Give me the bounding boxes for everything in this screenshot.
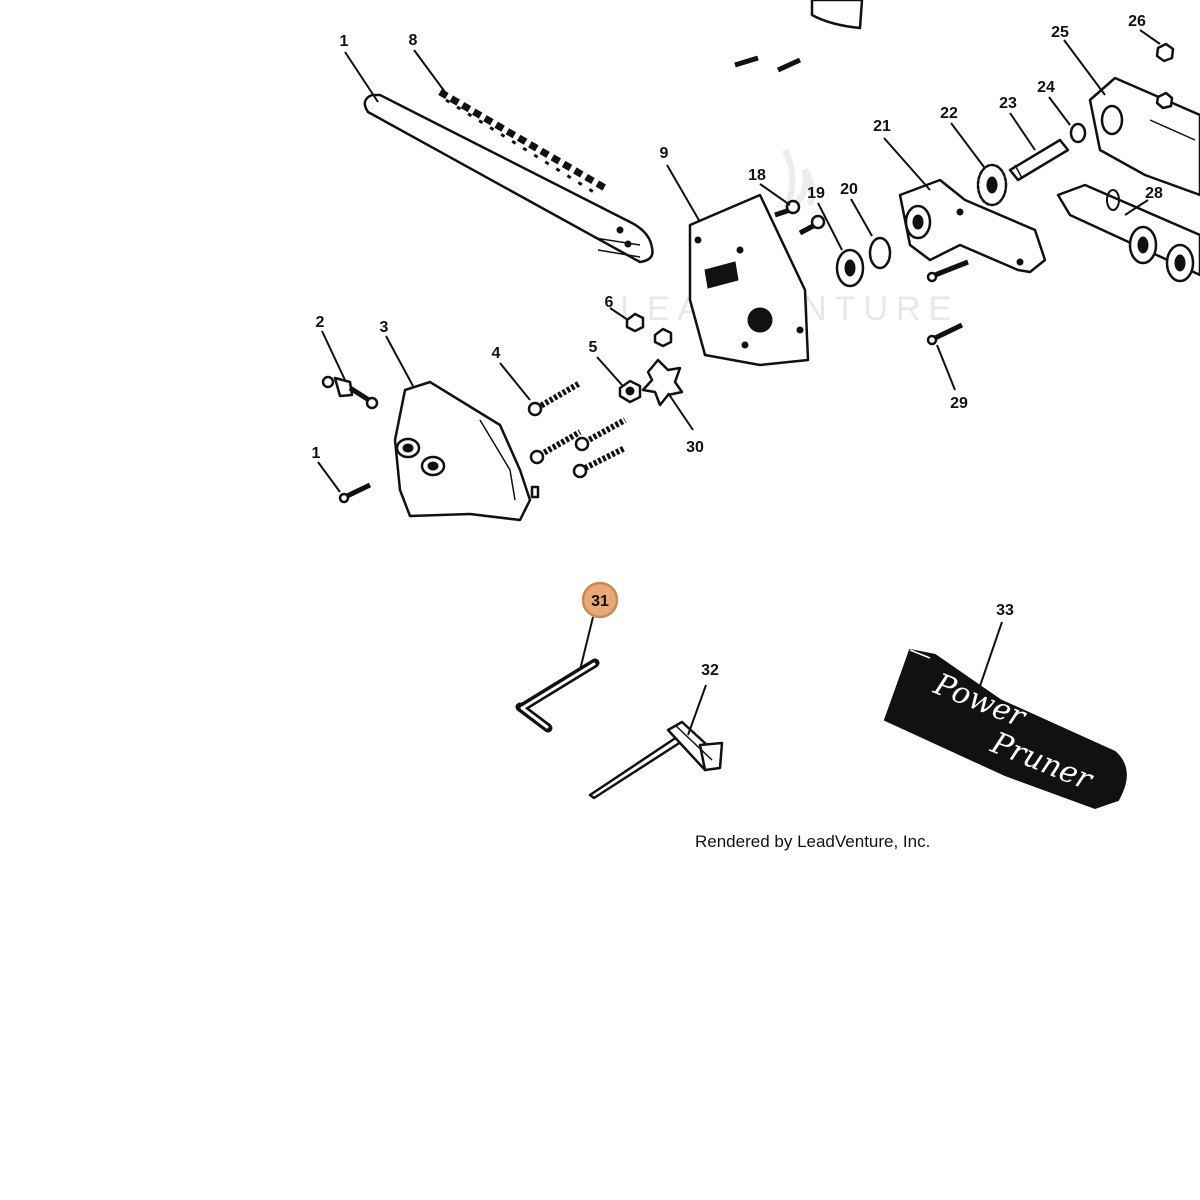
svg-text:8: 8 [409,32,418,49]
svg-text:9: 9 [660,145,669,162]
part-23-shaft[interactable] [1008,138,1070,182]
svg-text:32: 32 [701,662,719,679]
part-9-plate[interactable] [688,193,810,367]
callout-8: 8 [409,32,446,93]
part-28-bearings[interactable] [1056,183,1200,283]
svg-text:20: 20 [840,181,858,198]
svg-text:22: 22 [940,105,958,122]
svg-text:25: 25 [1051,24,1069,41]
part-8-chain[interactable] [438,88,607,198]
callout-6: 6 [605,294,629,321]
callout-5: 5 [589,339,623,386]
callout-1: 1 [312,445,341,493]
svg-text:18: 18 [748,167,766,184]
callout-4: 4 [492,345,531,401]
svg-text:31: 31 [591,593,609,610]
part-32-wrench[interactable] [588,720,724,800]
part-4-bolts[interactable] [527,380,627,479]
part-1-screw[interactable] [338,482,372,504]
svg-text:6: 6 [605,294,614,311]
svg-text:5: 5 [589,339,598,356]
callout-30: 30 [667,392,704,456]
part-25-gear-case[interactable] [1088,76,1200,197]
callout-24: 24 [1037,79,1071,126]
svg-text:26: 26 [1128,13,1146,30]
callout-26: 26 [1128,13,1161,45]
credit-text: Rendered by LeadVenture, Inc. [695,832,930,851]
callout-2: 2 [316,314,346,381]
callout-31-highlight[interactable] [581,581,619,619]
callout-33: 33 [979,602,1014,687]
part-2-tensioner[interactable] [321,375,379,410]
part-7-guide-bar[interactable] [363,93,654,264]
callout-28: 28 [1124,185,1163,216]
callout-31[interactable]: 31 [579,581,619,671]
top-screws [734,0,864,73]
part-33-sheath[interactable]: Power Pruner [883,648,1127,810]
part-20-ring[interactable] [868,236,892,270]
callout-25: 25 [1051,24,1106,96]
svg-text:24: 24 [1037,79,1055,96]
part-6-nuts[interactable] [625,312,673,348]
callout-3: 3 [380,319,414,387]
callout-22: 22 [940,105,985,168]
part-24-washer[interactable] [1069,122,1087,144]
part-29-screws[interactable] [926,259,969,346]
svg-text:28: 28 [1145,185,1163,202]
part-19-bearing[interactable] [835,248,865,288]
part-21-housing[interactable] [898,178,1047,274]
svg-text:21: 21 [873,118,891,135]
svg-text:2: 2 [316,314,325,331]
callout-18: 18 [748,167,791,206]
svg-text:19: 19 [807,185,825,202]
part-30-knob[interactable] [641,358,684,407]
part-3-cover[interactable] [393,380,540,522]
part-22-gear[interactable] [976,163,1008,207]
part-18-bolts[interactable] [774,199,826,236]
svg-text:33: 33 [996,602,1014,619]
callout-20: 20 [840,181,873,237]
callout-23: 23 [999,95,1036,151]
callout-19: 19 [807,185,843,251]
callout-21: 21 [873,118,931,191]
svg-text:30: 30 [686,439,704,456]
callout-7: 1 [340,33,379,103]
part-31-hex-key[interactable] [515,658,600,733]
callout-29: 29 [936,344,968,412]
svg-text:1: 1 [312,445,321,462]
callout-32: 32 [687,662,719,736]
callout-9: 9 [660,145,701,223]
svg-text:29: 29 [950,395,968,412]
part-5-nut[interactable] [618,379,642,404]
svg-text:4: 4 [492,345,501,362]
svg-text:3: 3 [380,319,389,336]
part-26-nut[interactable] [1155,42,1175,110]
svg-text:23: 23 [999,95,1017,112]
svg-text:1: 1 [340,33,349,50]
